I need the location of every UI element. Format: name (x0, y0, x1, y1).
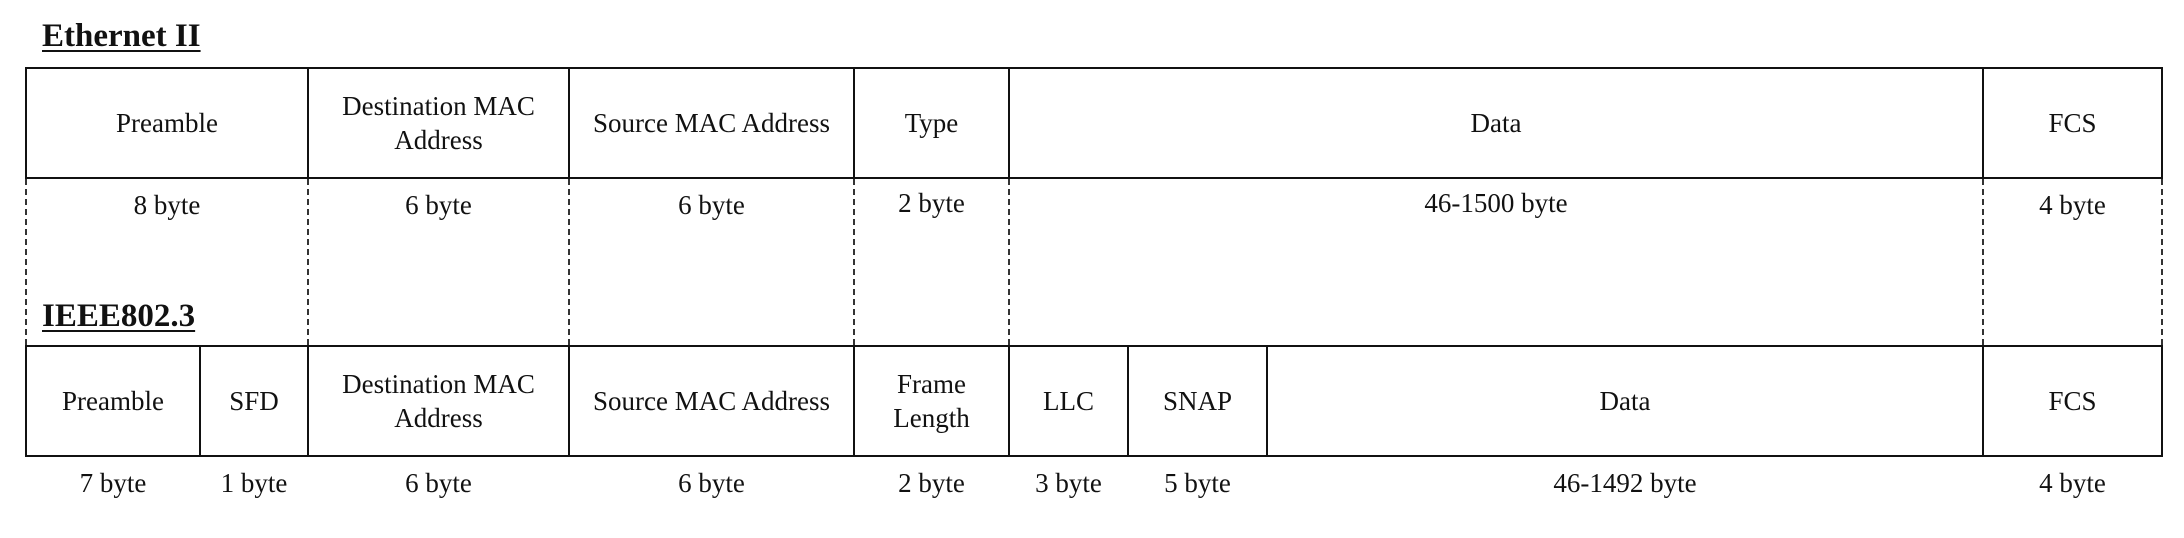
dashed-guide-line (307, 179, 309, 345)
eth-divider (307, 67, 309, 179)
eth-divider (1982, 67, 1984, 179)
eth-field-data: Data (1470, 108, 1522, 138)
dashed-guide-line (568, 179, 570, 345)
ieee-size-data: 46-1492 byte (1553, 468, 1697, 498)
ieee-field-sfd: SFD (229, 386, 279, 416)
ieee-field-snap: SNAP (1162, 386, 1233, 416)
ieee-divider (853, 345, 855, 457)
dashed-guide-line (25, 179, 27, 345)
ieee-size-source-mac: 6 byte (678, 468, 745, 498)
ieee-field-destination-mac: Destination MAC Address (342, 369, 535, 433)
ieee-divider (307, 345, 309, 457)
ieee-size-destination-mac: 6 byte (405, 468, 472, 498)
ieee-size-frame-length: 2 byte (898, 468, 965, 498)
ieee-divider (1982, 345, 1984, 457)
ieee-divider (568, 345, 570, 457)
eth-field-type: Type (904, 108, 959, 138)
ieee-size-sfd: 1 byte (220, 468, 288, 498)
ieee-divider (1127, 345, 1129, 457)
ieee-divider (1266, 345, 1268, 457)
ieee-size-fcs: 4 byte (2039, 468, 2106, 498)
ieee-field-data: Data (1599, 386, 1651, 416)
eth-field-preamble: Preamble (116, 108, 218, 138)
ieee-field-preamble: Preamble (62, 386, 164, 416)
ethernet-ii-frame (25, 67, 2163, 179)
dashed-guide-line (1982, 179, 1984, 345)
ieee-size-preamble: 7 byte (79, 468, 147, 498)
ieee-divider (199, 345, 201, 457)
eth-size-data: 46-1500 byte (1424, 188, 1568, 218)
eth-divider (568, 67, 570, 179)
eth-size-fcs: 4 byte (2039, 190, 2106, 220)
eth-field-destination-mac: Destination MAC Address (342, 91, 535, 155)
eth-size-type: 2 byte (898, 188, 965, 218)
eth-divider (1008, 67, 1010, 179)
ethernet-ii-title: Ethernet II (42, 18, 201, 54)
ieee-divider (1008, 345, 1010, 457)
ieee-field-frame-length: Frame Length (893, 369, 970, 433)
ieee-size-llc: 3 byte (1035, 468, 1102, 498)
ieee8023-frame (25, 345, 2163, 457)
eth-size-source-mac: 6 byte (678, 190, 745, 220)
ieee8023-title: IEEE802.3 (42, 298, 196, 334)
eth-size-destination-mac: 6 byte (405, 190, 472, 220)
dashed-guide-line (853, 179, 855, 345)
eth-field-fcs: FCS (2048, 108, 2097, 138)
eth-size-preamble: 8 byte (133, 190, 201, 220)
ieee-field-fcs: FCS (2048, 386, 2097, 416)
dashed-guide-line (1008, 179, 1010, 345)
eth-field-source-mac: Source MAC Address (593, 108, 830, 138)
ieee-field-source-mac: Source MAC Address (593, 386, 830, 416)
eth-divider (853, 67, 855, 179)
ieee-field-llc: LLC (1043, 386, 1094, 416)
dashed-guide-line (2161, 179, 2163, 345)
ieee-size-snap: 5 byte (1164, 468, 1231, 498)
